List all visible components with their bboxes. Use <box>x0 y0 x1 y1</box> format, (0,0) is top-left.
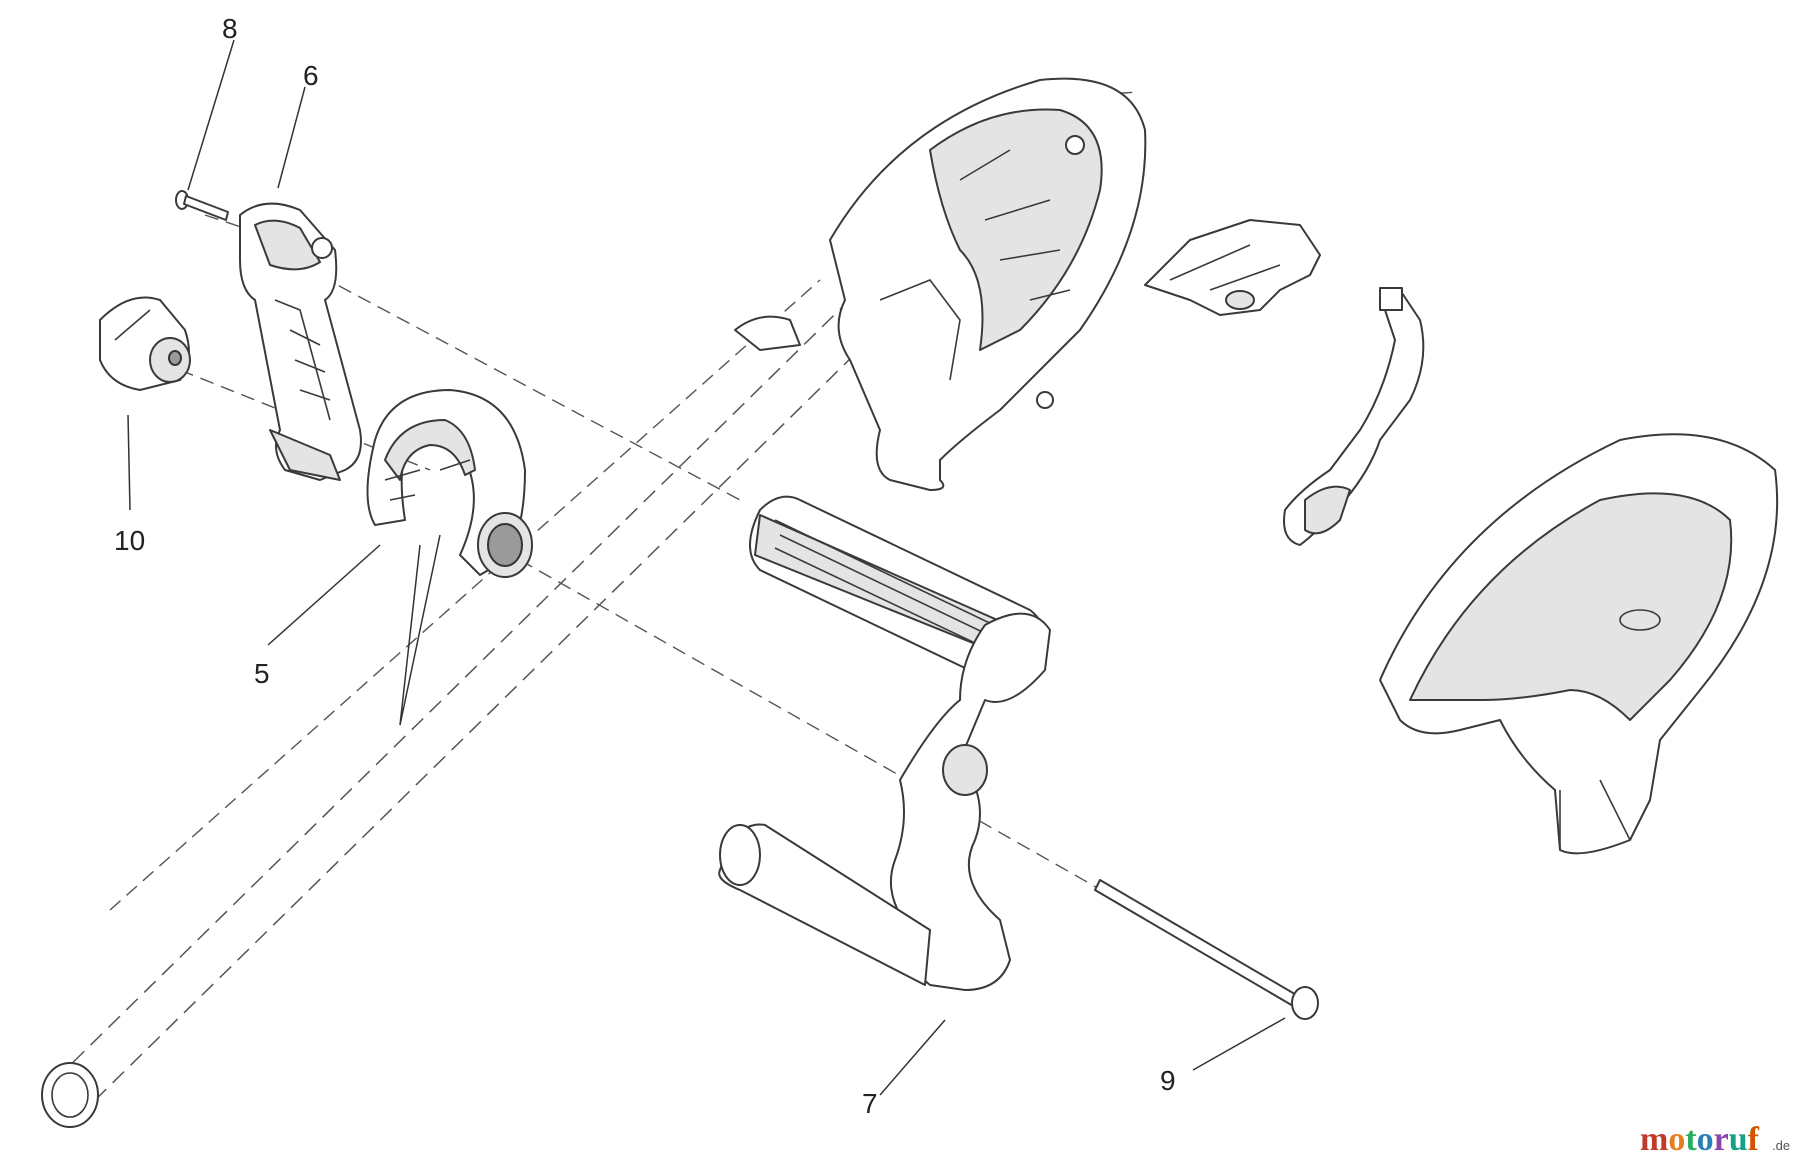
watermark-letter: t <box>1685 1121 1697 1158</box>
motor-housing-icon <box>734 77 1147 491</box>
leader-6 <box>277 86 306 189</box>
callout-5: 5 <box>254 658 270 689</box>
leader-10 <box>127 414 131 511</box>
watermark-logo: motoruf .de <box>1640 1121 1790 1158</box>
bolt-icon <box>1094 879 1319 1020</box>
watermark-letter: f <box>1748 1121 1760 1158</box>
watermark-letter: o <box>1697 1121 1714 1158</box>
axis-bracket-to-grip <box>299 264 741 501</box>
grip-handle-icon <box>718 495 1051 991</box>
leader-5c <box>399 544 421 726</box>
watermark-letter: m <box>1640 1121 1668 1158</box>
callout-labels: 8 6 10 5 7 9 <box>114 13 1176 1119</box>
axis-clamp-to-bolt <box>519 559 1111 896</box>
cover-shell-icon <box>1379 433 1779 855</box>
axis-shaft <box>109 279 821 911</box>
clamp-ring-icon <box>366 389 533 578</box>
watermark-letter: u <box>1729 1121 1748 1158</box>
watermark-text: motoruf <box>1640 1121 1760 1158</box>
leader-7 <box>879 1019 946 1096</box>
leader-5b <box>399 534 441 726</box>
handle-bracket-icon <box>239 202 362 481</box>
callout-8: 8 <box>222 13 238 44</box>
trigger-bracket-icon <box>1144 219 1321 316</box>
axis-screw <box>204 214 251 231</box>
leader-9 <box>1192 1017 1286 1071</box>
leader-lines <box>127 39 1286 1096</box>
shaft-tube-icon <box>41 268 912 1128</box>
callout-9: 9 <box>1160 1065 1176 1096</box>
watermark-letter: o <box>1668 1121 1685 1158</box>
leader-8 <box>187 39 235 191</box>
leader-5a <box>267 544 381 646</box>
callout-6: 6 <box>303 60 319 91</box>
screw-icon <box>175 190 229 221</box>
watermark-suffix: .de <box>1772 1138 1790 1153</box>
knob-icon <box>99 296 191 391</box>
callout-7: 7 <box>862 1088 878 1119</box>
trigger-icon <box>1283 287 1425 546</box>
callout-10: 10 <box>114 525 145 556</box>
watermark-letter: r <box>1714 1121 1729 1158</box>
